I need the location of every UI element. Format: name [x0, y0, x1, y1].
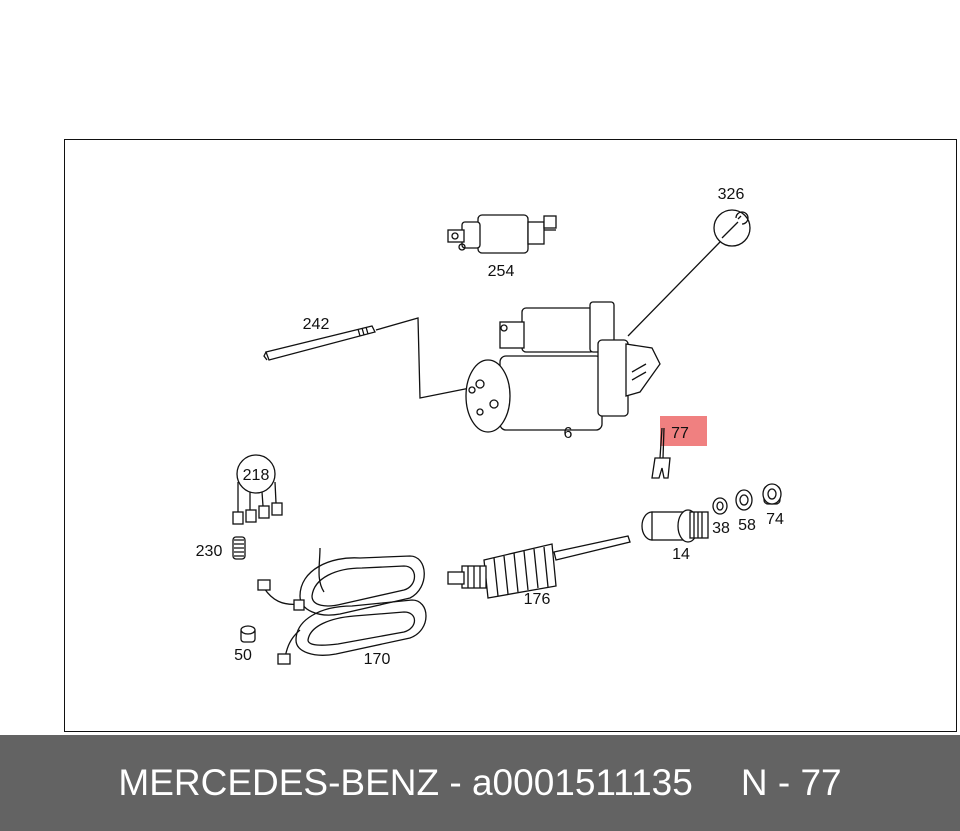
fork-lever-77 — [651, 427, 671, 479]
footer-bar: MERCEDES-BENZ - a0001511135 N - 77 — [0, 735, 960, 831]
wrench-symbol-326 — [627, 209, 751, 337]
label-218: 218 — [243, 467, 270, 484]
pinion-drive-14 — [641, 509, 709, 543]
position-caption: N - 77 — [740, 762, 842, 803]
label-77: 77 — [671, 425, 689, 442]
solenoid-254 — [447, 214, 557, 254]
label-230: 230 — [196, 543, 223, 560]
spring-230 — [232, 536, 246, 560]
label-50: 50 — [234, 647, 252, 664]
label-14: 14 — [672, 546, 690, 563]
starter-assembly-6 — [465, 301, 661, 433]
washer-38 — [712, 497, 728, 515]
brushes-218 — [232, 454, 283, 525]
label-6: 6 — [564, 425, 573, 442]
field-frame-170 — [257, 547, 427, 665]
label-242: 242 — [303, 316, 330, 333]
highlight-box-77 — [660, 416, 707, 446]
part-number-caption: MERCEDES-BENZ - a0001511135 — [118, 762, 693, 803]
bushing-74 — [762, 483, 782, 505]
armature-176 — [447, 535, 631, 599]
label-38: 38 — [712, 520, 730, 537]
label-58: 58 — [738, 517, 756, 534]
label-326: 326 — [718, 186, 745, 203]
label-254: 254 — [488, 263, 515, 280]
label-74: 74 — [766, 511, 784, 528]
bushing-50 — [240, 625, 256, 643]
label-176: 176 — [524, 591, 551, 608]
through-bolt-242 — [263, 317, 471, 399]
starter-motor-exploded-diagram: 326 254 242 6 77 218 230 38 58 74 14 176… — [196, 186, 784, 668]
label-170: 170 — [364, 651, 391, 668]
ring-58 — [735, 489, 753, 511]
